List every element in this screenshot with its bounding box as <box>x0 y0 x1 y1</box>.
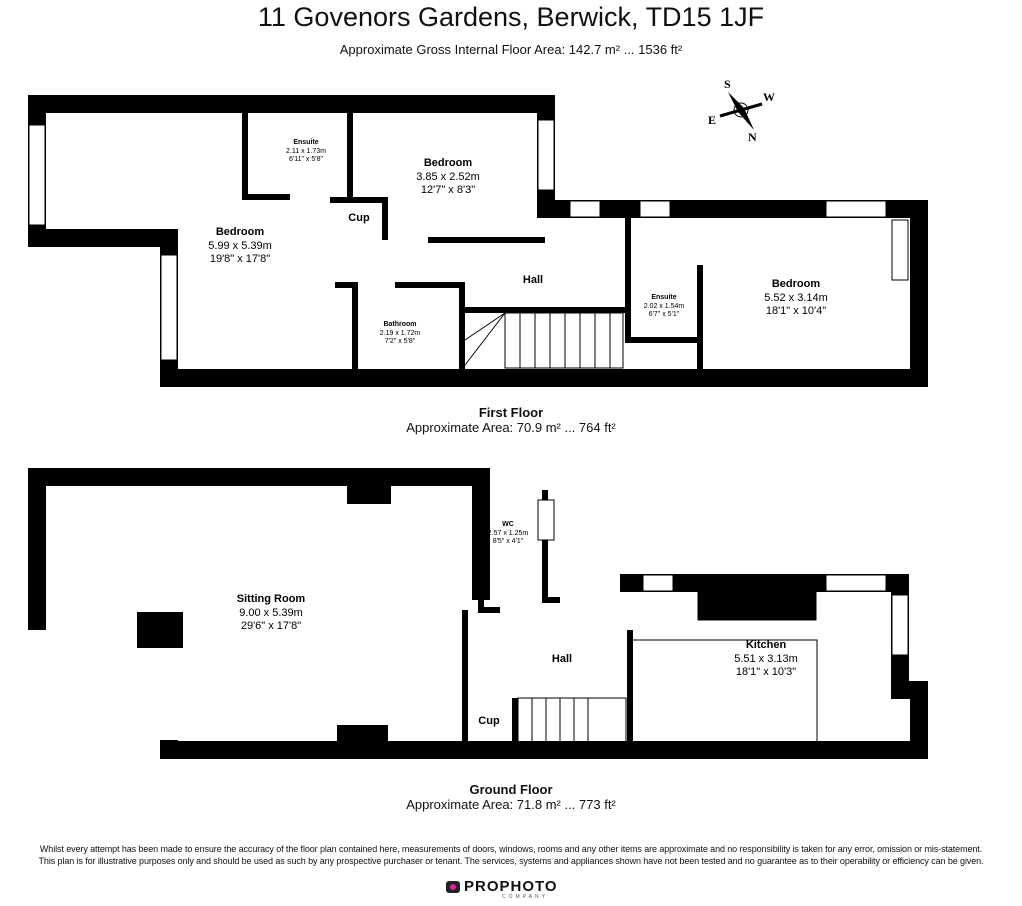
compass-icon: S W E N <box>708 77 775 144</box>
svg-text:9.00 x 5.39m: 9.00 x 5.39m <box>239 607 303 619</box>
svg-text:12'7" x 8'3": 12'7" x 8'3" <box>421 184 475 196</box>
svg-text:Hall: Hall <box>552 653 572 665</box>
logo-name: PROPHOTO <box>464 878 558 895</box>
ground-floor-name: Ground Floor <box>469 782 553 797</box>
ground-floor-caption: Ground Floor Approximate Area: 71.8 m² .… <box>0 782 1022 812</box>
ground-floor-stairs <box>517 589 818 743</box>
svg-text:19'8" x 17'8": 19'8" x 17'8" <box>210 253 270 265</box>
svg-text:W: W <box>763 90 775 104</box>
svg-text:2.02 x 1.54m: 2.02 x 1.54m <box>644 303 685 310</box>
svg-text:Ensuite: Ensuite <box>293 139 318 146</box>
svg-text:Bedroom: Bedroom <box>424 157 473 169</box>
ground-floor-labels: Sitting Room 9.00 x 5.39m 29'6" x 17'8" … <box>237 521 798 727</box>
first-floor-name: First Floor <box>478 405 544 420</box>
first-floor-windows <box>28 119 909 361</box>
svg-text:Bedroom: Bedroom <box>216 226 265 238</box>
ground-floor-walls <box>28 468 928 759</box>
svg-text:N: N <box>748 130 757 144</box>
company-logo: PROPHOTO COMPANY <box>446 878 558 900</box>
first-floor-caption: First Floor Approximate Area: 70.9 m² ..… <box>0 405 1022 435</box>
svg-text:2.57 x 1.25m: 2.57 x 1.25m <box>488 530 529 537</box>
svg-text:Sitting Room: Sitting Room <box>237 593 306 605</box>
camera-icon <box>446 880 460 893</box>
svg-text:5.51 x 3.13m: 5.51 x 3.13m <box>734 653 798 665</box>
svg-text:Cup: Cup <box>348 212 370 224</box>
svg-text:18'1" x 10'4": 18'1" x 10'4" <box>766 305 826 317</box>
svg-text:8'5" x 4'1": 8'5" x 4'1" <box>493 538 524 545</box>
svg-text:E: E <box>708 113 716 127</box>
svg-text:Ensuite: Ensuite <box>651 294 676 301</box>
svg-text:5.99 x 5.39m: 5.99 x 5.39m <box>208 240 272 252</box>
svg-text:S: S <box>724 77 731 91</box>
svg-text:WC: WC <box>502 521 514 528</box>
svg-text:Kitchen: Kitchen <box>746 639 787 651</box>
disclaimer-line: This plan is for illustrative purposes o… <box>38 856 984 866</box>
svg-text:7'2" x 5'8": 7'2" x 5'8" <box>385 338 416 345</box>
svg-text:Hall: Hall <box>523 274 543 286</box>
first-floor-walls <box>28 95 928 387</box>
property-title: 11 Govenors Gardens, Berwick, TD15 1JF <box>257 2 765 32</box>
disclaimer: Whilst every attempt has been made to en… <box>0 843 1022 867</box>
ground-floor-internal-walls <box>137 482 633 745</box>
svg-text:Bedroom: Bedroom <box>772 278 821 290</box>
svg-text:2.19 x 1.72m: 2.19 x 1.72m <box>380 330 421 337</box>
svg-text:Bathroom: Bathroom <box>383 321 416 328</box>
first-floor-labels: Bedroom 5.99 x 5.39m 19'8" x 17'8" Ensui… <box>208 139 828 345</box>
svg-text:Cup: Cup <box>478 715 500 727</box>
svg-text:5.52 x 3.14m: 5.52 x 3.14m <box>764 292 828 304</box>
ground-floor-area: Approximate Area: 71.8 m² ... 773 ft² <box>406 797 616 812</box>
logo-sub: COMPANY <box>502 894 548 900</box>
svg-text:6'11" x 5'8": 6'11" x 5'8" <box>289 156 323 163</box>
svg-text:29'6" x 17'8": 29'6" x 17'8" <box>241 620 301 632</box>
svg-text:2.11 x 1.73m: 2.11 x 1.73m <box>286 148 326 155</box>
first-floor-stairs <box>464 312 624 369</box>
first-floor-area: Approximate Area: 70.9 m² ... 764 ft² <box>406 420 616 435</box>
svg-text:3.85 x 2.52m: 3.85 x 2.52m <box>416 171 480 183</box>
first-floor-internal-walls <box>242 113 703 370</box>
svg-text:18'1" x 10'3": 18'1" x 10'3" <box>736 666 796 678</box>
disclaimer-line: Whilst every attempt has been made to en… <box>39 844 983 854</box>
ground-floor-windows <box>537 499 909 656</box>
gross-area: Approximate Gross Internal Floor Area: 1… <box>339 42 683 57</box>
svg-text:6'7" x 5'1": 6'7" x 5'1" <box>649 311 680 318</box>
